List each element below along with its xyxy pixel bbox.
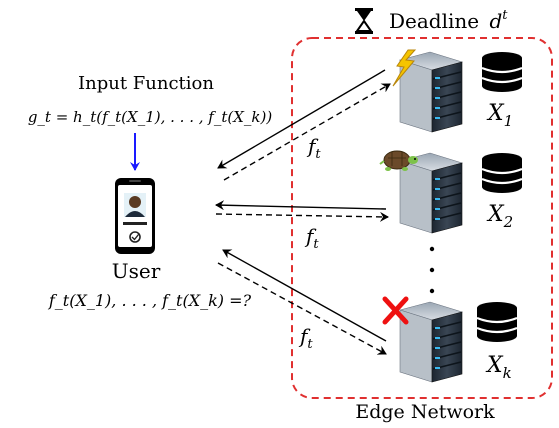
user-label: User	[112, 259, 161, 283]
dataset-label-2: X2	[486, 202, 513, 231]
dataset-label-1: X1	[486, 101, 513, 130]
arrow-user-to-server2	[215, 211, 389, 222]
arrow-user-to-server1	[223, 83, 391, 181]
edge-server-k	[399, 301, 463, 383]
hourglass-icon	[355, 8, 373, 34]
function-label-1: ft	[306, 134, 321, 162]
vertical-ellipsis	[429, 246, 435, 294]
database-icon-2	[480, 151, 524, 195]
function-label-2: ft	[304, 224, 319, 252]
turtle-icon	[379, 150, 418, 171]
arrow-server2-to-user	[215, 200, 387, 211]
arrow-user-to-serverk	[217, 262, 387, 355]
user-avatar	[124, 193, 146, 217]
user-query: f_t(X_1), . . . , f_t(X_k) =?	[48, 291, 252, 310]
database-icon-k	[475, 300, 519, 344]
edge-server-2	[399, 152, 463, 234]
edge-network-label: Edge Network	[355, 401, 495, 423]
arrow-serverk-to-user	[222, 249, 387, 342]
lightning-icon	[392, 49, 417, 87]
phone-icon	[115, 178, 155, 254]
input-function-title: Input Function	[78, 73, 214, 94]
arrow-server1-to-user	[217, 69, 386, 169]
failure-cross-icon	[382, 296, 409, 325]
function-label-3: ft	[298, 324, 313, 352]
database-icon-1	[480, 50, 524, 94]
edge-network-boundary	[291, 37, 553, 399]
input-function-formula: g_t = h_t(f_t(X_1), . . . , f_t(X_k))	[28, 108, 273, 126]
deadline-label: Deadline dt	[389, 8, 508, 33]
dataset-label-k: Xk	[485, 353, 512, 382]
